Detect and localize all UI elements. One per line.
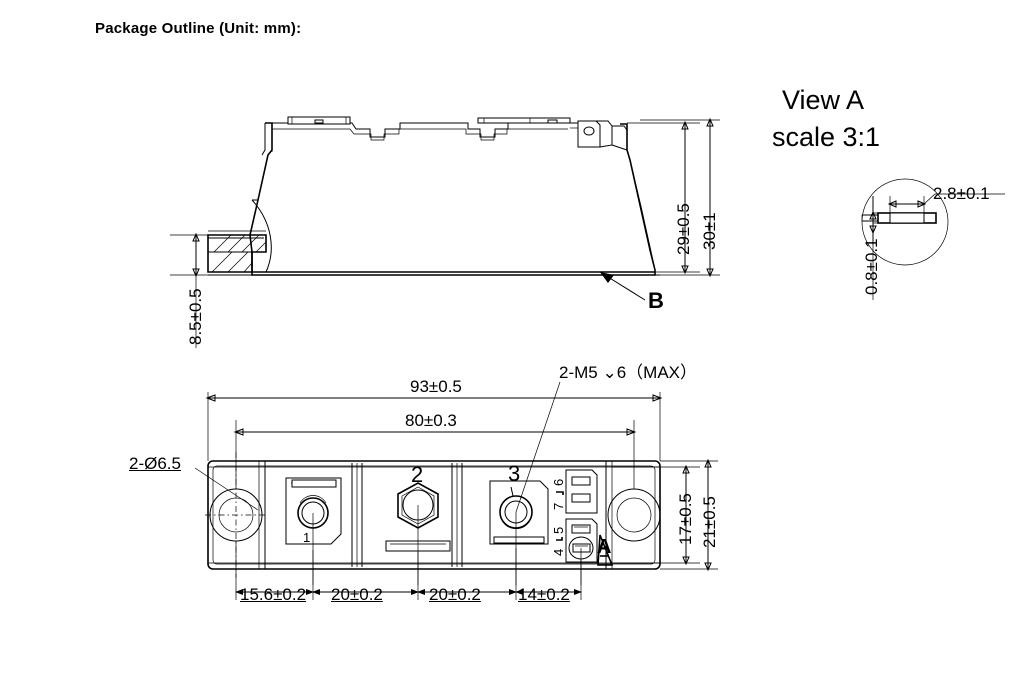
bottom-view-outer-height-dim: 21±0.5 [700, 496, 719, 548]
terminal-label-3: 3 [508, 461, 521, 486]
pin-label-5: 5 [551, 526, 566, 534]
pitch-dim-3: 20±0.2 [429, 585, 481, 604]
detail-marker-b: B [648, 288, 664, 313]
pin-label-7: 7 [551, 502, 566, 510]
pin-label-4: 4 [551, 548, 566, 556]
page-title: Package Outline (Unit: mm): [95, 20, 302, 37]
view-a-width-dim: 2.8±0.1 [933, 184, 990, 203]
bottom-view-inner-height-dim: 17±0.5 [676, 493, 695, 545]
thread-note: 2-M5 ⌄6（MAX） [559, 363, 697, 382]
terminal-label-2: 2 [411, 462, 424, 487]
pitch-dim-1: 15.6±0.2 [240, 585, 307, 604]
mount-span-dim: 80±0.3 [405, 411, 457, 430]
terminal-label-1: 1 [303, 530, 311, 545]
overall-length-dim: 93±0.5 [410, 377, 462, 396]
pitch-dim-4: 14±0.2 [518, 585, 570, 604]
detail-marker-a: A [597, 536, 612, 558]
pin-label-6: 6 [551, 478, 566, 486]
hole-note: 2-Ø6.5 [129, 454, 181, 473]
view-a-title: View A [782, 85, 865, 115]
view-a-scale: scale 3:1 [772, 122, 881, 152]
pitch-dim-2: 20±0.2 [331, 585, 383, 604]
